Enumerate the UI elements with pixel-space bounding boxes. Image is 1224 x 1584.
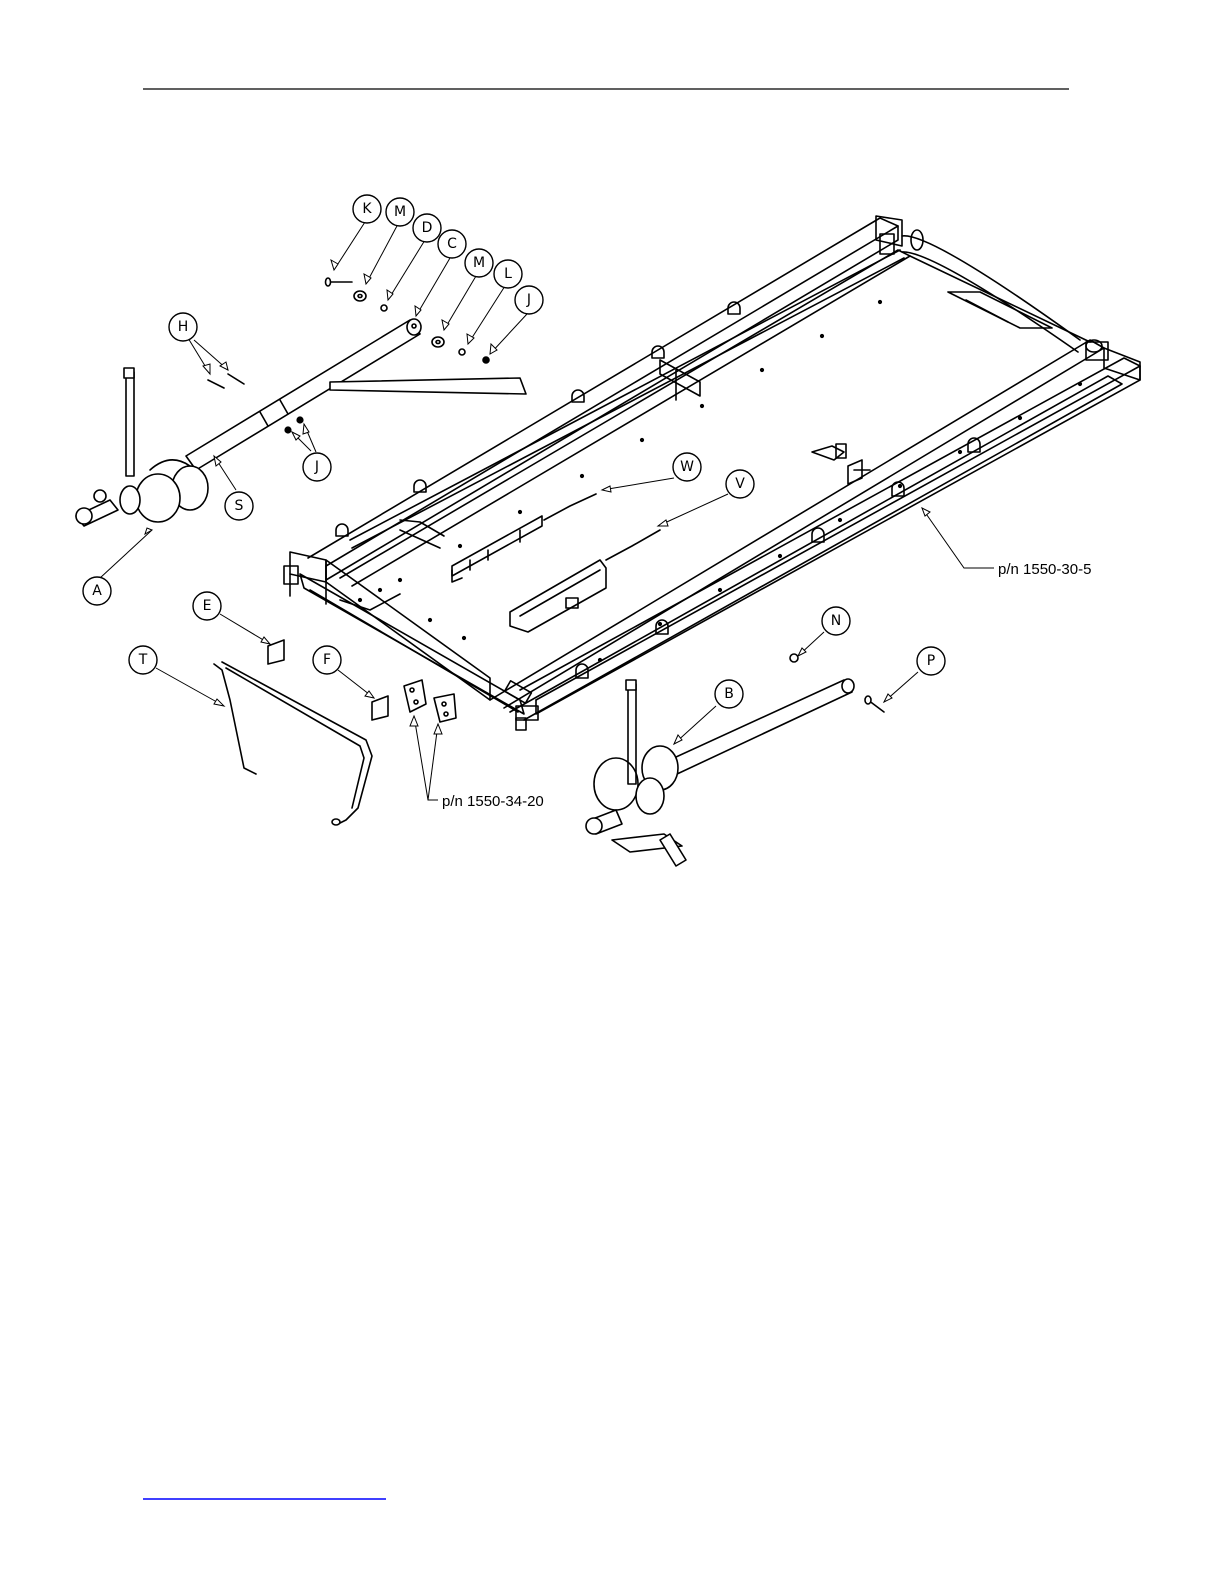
callout-t: T (129, 646, 157, 674)
svg-text:C: C (447, 236, 457, 252)
svg-text:P: P (927, 653, 935, 669)
svg-text:E: E (203, 598, 212, 614)
callout-v: V (726, 470, 754, 498)
callout-j-lower: J (303, 453, 331, 481)
callout-h: H (169, 313, 197, 341)
svg-text:W: W (680, 459, 694, 475)
callout-s: S (225, 492, 253, 520)
actuator-b-assembly (586, 679, 854, 866)
callout-e: E (193, 592, 221, 620)
part-number-frame: p/n 1550-30-5 (998, 561, 1091, 578)
svg-text:S: S (235, 498, 244, 514)
loose-hardware (208, 278, 884, 825)
bed-frame (284, 216, 1140, 730)
svg-text:J: J (314, 459, 319, 475)
callout-d: D (413, 214, 441, 242)
callout-b: B (715, 680, 743, 708)
callout-j-upper: J (515, 286, 543, 314)
callout-m-upper: M (386, 198, 414, 226)
callout-c: C (438, 230, 466, 258)
callout-l: L (494, 260, 522, 288)
svg-text:F: F (323, 652, 331, 668)
callout-f: F (313, 646, 341, 674)
svg-text:D: D (422, 220, 433, 236)
svg-text:T: T (138, 652, 148, 668)
svg-text:J: J (526, 292, 531, 308)
svg-text:M: M (394, 204, 406, 220)
callout-n: N (822, 607, 850, 635)
svg-text:M: M (473, 255, 485, 271)
svg-text:B: B (724, 686, 734, 702)
callout-k: K (353, 195, 381, 223)
callout-p: P (917, 647, 945, 675)
svg-text:N: N (831, 613, 841, 629)
svg-text:L: L (504, 266, 512, 282)
front-rail-tabs (576, 438, 980, 678)
callout-m-lower: M (465, 249, 493, 277)
callout-w: W (673, 453, 701, 481)
svg-text:K: K (362, 201, 372, 217)
svg-text:H: H (178, 319, 189, 335)
svg-text:V: V (735, 476, 745, 492)
part-number-brackets: p/n 1550-34-20 (442, 793, 544, 810)
svg-text:A: A (92, 583, 102, 599)
callout-a: A (83, 577, 111, 605)
